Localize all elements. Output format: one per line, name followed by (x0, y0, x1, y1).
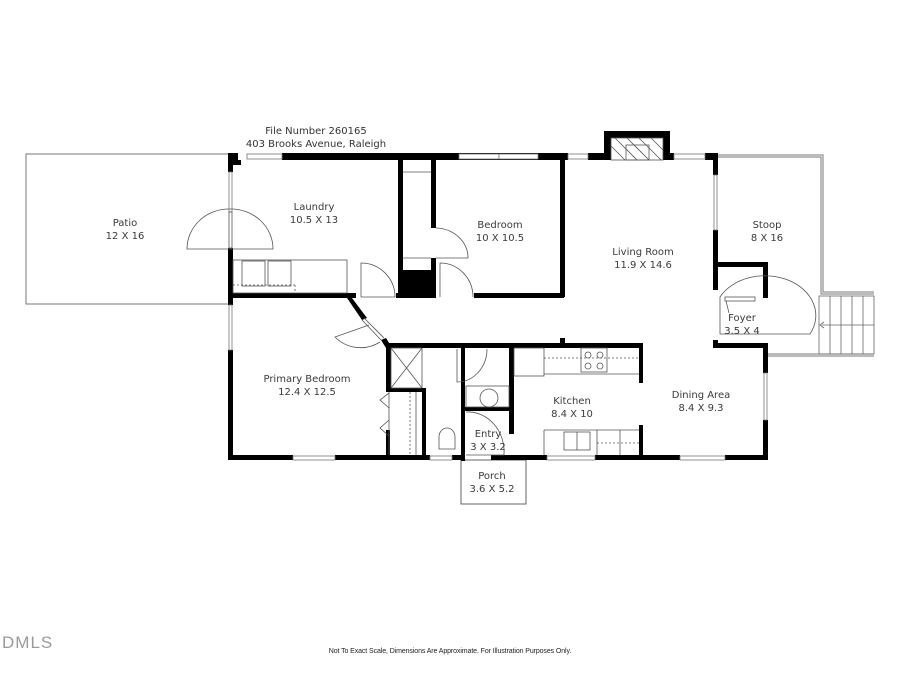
dmls-logo: DMLS (2, 633, 54, 652)
room-name: Stoop (752, 220, 782, 231)
patio-outline (25, 153, 228, 305)
room-dims: 10.5 X 13 (289, 215, 339, 226)
room-label-laundry: Laundry 10.5 X 13 (290, 201, 338, 227)
room-name: Porch (478, 471, 506, 482)
room-name: Patio (112, 218, 138, 229)
doors (186, 171, 817, 456)
plan-header: File Number 260165 403 Brooks Avenue, Ra… (246, 125, 386, 151)
room-dims: 10 X 10.5 (475, 233, 525, 244)
room-name: Dining Area (671, 390, 731, 401)
room-dims: 8.4 X 10 (551, 409, 593, 420)
disclaimer-text: Not To Exact Scale, Dimensions Are Appro… (328, 648, 572, 655)
room-name: Living Room (612, 247, 674, 258)
room-label-porch: Porch 3.6 X 5.2 (469, 470, 514, 496)
room-name: Foyer (728, 313, 756, 324)
room-label-patio: Patio 12 X 16 (106, 217, 145, 243)
room-label-primary-bedroom: Primary Bedroom 12.4 X 12.5 (263, 373, 350, 399)
windows (228, 153, 768, 461)
room-name: Entry (474, 429, 502, 440)
room-label-entry: Entry 3 X 3.2 (470, 428, 505, 454)
room-label-foyer: Foyer 3.5 X 4 (724, 312, 759, 338)
room-dims: 8.4 X 9.3 (678, 403, 724, 414)
room-label-dining-area: Dining Area 8.4 X 9.3 (672, 389, 730, 415)
walls (228, 131, 768, 461)
stairs (818, 295, 875, 355)
room-dims: 3.6 X 5.2 (469, 484, 515, 495)
room-label-bedroom: Bedroom 10 X 10.5 (476, 219, 524, 245)
room-label-stoop: Stoop 8 X 16 (751, 219, 783, 245)
room-dims: 12.4 X 12.5 (278, 387, 336, 398)
room-label-living-room: Living Room 11.9 X 14.6 (612, 246, 673, 272)
room-dims: 3 X 3.2 (470, 442, 506, 453)
address: 403 Brooks Avenue, Raleigh (245, 139, 387, 150)
room-dims: 3.5 X 4 (724, 326, 760, 337)
fireplace (610, 137, 664, 161)
room-name: Bedroom (477, 220, 523, 231)
file-number: File Number 260165 (265, 126, 367, 137)
room-name: Laundry (293, 202, 335, 213)
room-dims: 11.9 X 14.6 (614, 260, 672, 271)
room-dims: 12 X 16 (105, 231, 145, 242)
room-name: Primary Bedroom (263, 374, 351, 385)
room-dims: 8 X 16 (750, 233, 784, 244)
room-name: Kitchen (553, 396, 591, 407)
room-label-kitchen: Kitchen 8.4 X 10 (551, 395, 593, 421)
